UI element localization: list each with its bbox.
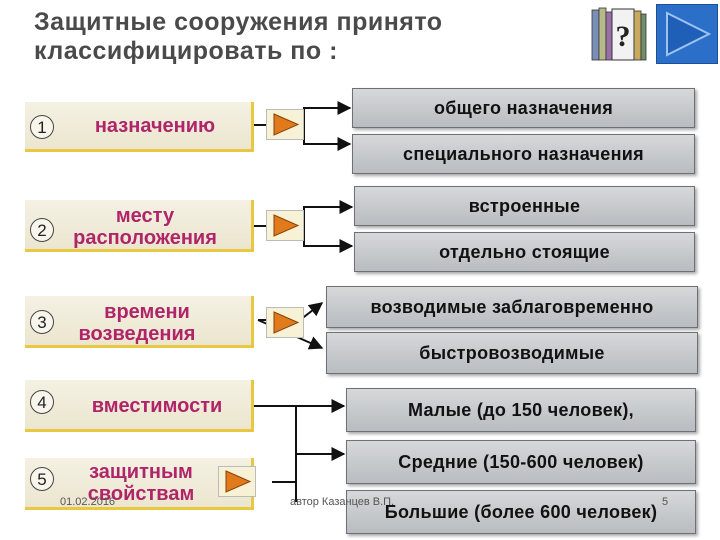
result-medium-capacity[interactable]: Средние (150-600 человек) — [346, 440, 696, 484]
next-arrow-icon — [666, 11, 712, 57]
play-button-2[interactable] — [266, 210, 304, 241]
category-box-1[interactable] — [25, 102, 254, 152]
category-label-5a: защитным — [89, 461, 193, 483]
category-label-4: вместимости — [91, 395, 223, 417]
play-triangle-icon — [273, 113, 300, 136]
play-button-3[interactable] — [266, 307, 304, 338]
category-label-1: назначению — [94, 115, 216, 137]
category-number-1: 1 — [30, 115, 54, 139]
result-small-capacity[interactable]: Малые (до 150 человек), — [346, 388, 696, 432]
category-number-3: 3 — [30, 310, 54, 334]
result-special-purpose[interactable]: специального назначения — [352, 134, 695, 174]
footer-page-number: 5 — [662, 496, 669, 508]
category-label-2b: расположения — [73, 227, 217, 249]
result-freestanding[interactable]: отдельно стоящие — [354, 232, 695, 272]
play-button-1[interactable] — [266, 109, 304, 140]
category-label-3a: времени — [104, 301, 190, 323]
result-large-capacity[interactable]: Большие (более 600 человек) — [346, 490, 696, 534]
svg-text:?: ? — [616, 20, 631, 53]
category-number-4: 4 — [30, 390, 54, 414]
category-label-3b: возведения — [78, 323, 196, 345]
page-title: Защитные сооружения принято классифициро… — [34, 8, 554, 66]
category-label-2a: месту — [115, 205, 175, 227]
category-box-4[interactable] — [25, 380, 254, 432]
book-question-icon[interactable]: ? — [590, 6, 648, 64]
result-quick-built[interactable]: быстровозводимые — [326, 332, 698, 374]
category-box-3[interactable] — [25, 296, 254, 348]
title-line-2: классифицировать по : — [34, 37, 338, 65]
play-triangle-icon — [273, 311, 300, 334]
play-triangle-icon — [273, 214, 300, 237]
result-prebuilt[interactable]: возводимые заблаговременно — [326, 286, 698, 328]
category-box-5[interactable] — [25, 458, 254, 510]
category-number-2: 2 — [30, 218, 54, 242]
footer-author: автор Казанцев В.П. — [290, 496, 395, 508]
play-button-5[interactable] — [218, 466, 256, 497]
next-slide-button[interactable] — [656, 4, 718, 64]
title-line-1: Защитные сооружения принято — [34, 8, 443, 36]
category-label-5b: свойствам — [87, 483, 195, 505]
result-built-in[interactable]: встроенные — [354, 186, 695, 226]
result-general-purpose[interactable]: общего назначения — [352, 88, 695, 128]
footer-date: 01.02.2016 — [60, 496, 116, 508]
category-box-2[interactable] — [25, 200, 254, 252]
play-triangle-icon — [225, 470, 252, 493]
category-number-5: 5 — [30, 467, 54, 491]
